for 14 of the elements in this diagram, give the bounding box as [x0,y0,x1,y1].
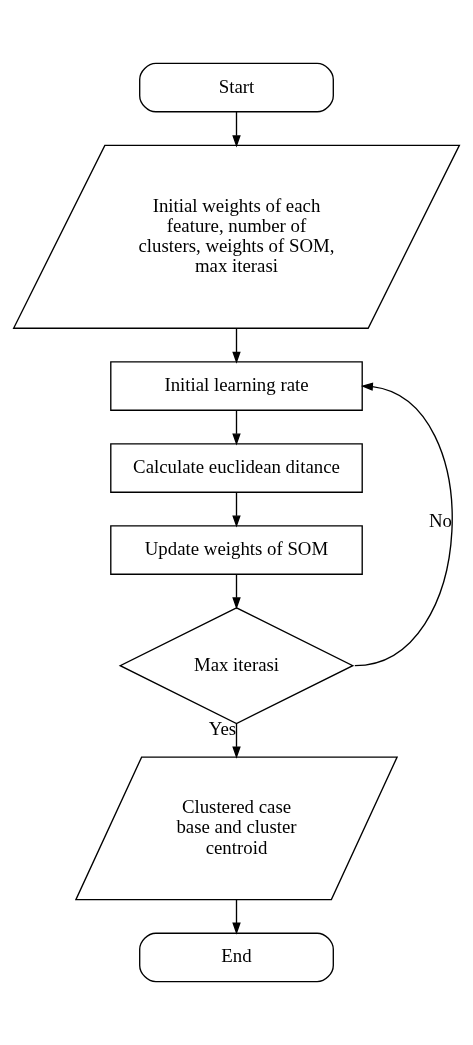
arrow [232,899,241,935]
arrow [232,491,241,528]
node-box: Update weights of SOM [110,525,363,575]
arrow [232,409,241,446]
arrow [354,382,453,667]
arrow [232,111,241,148]
node-box: End [139,932,334,983]
arrow [232,327,241,364]
arrow [232,574,241,610]
arrow [232,723,241,759]
node-box: Start [139,62,334,113]
edge-label: No [428,509,452,531]
node-box: Calculate euclidean ditance [110,443,363,493]
node-box: Initial learning rate [110,361,363,411]
